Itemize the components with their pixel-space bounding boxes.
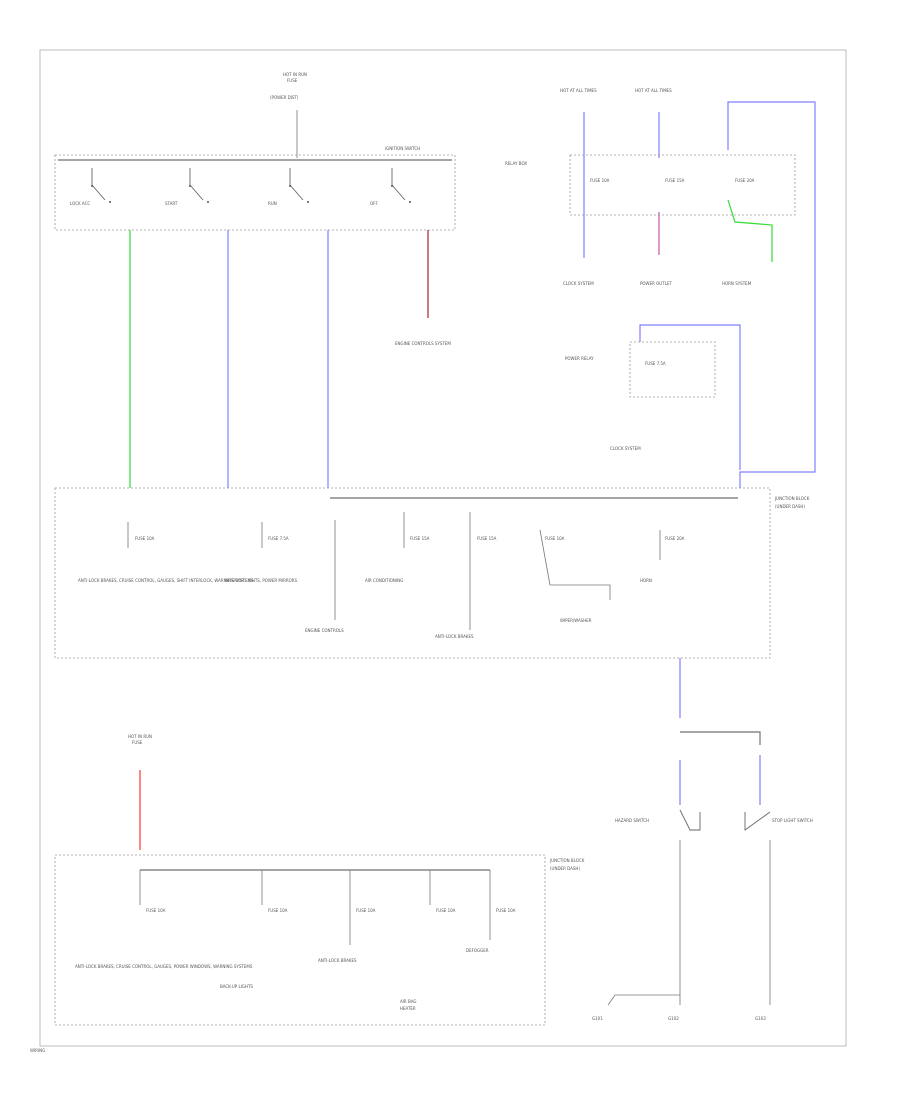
sw-r2-label: STOP LIGHT SWITCH: [772, 818, 813, 823]
jb-d5: ANTI-LOCK BRAKES: [435, 634, 474, 639]
jb-top-sub: (UNDER DASH): [775, 504, 805, 509]
jb-b3: FUSE 10A: [356, 908, 376, 913]
jb-f1: FUSE 10A: [135, 536, 155, 541]
sw-label-3: RUN: [268, 201, 277, 206]
jb-d6: WIPER/WASHER: [560, 618, 592, 623]
jb-bottom-fuses: [139, 870, 491, 945]
hot-tr1-label: HOT AT ALL TIMES: [560, 88, 597, 93]
jb-bd3: ANTI-LOCK BRAKES: [318, 958, 357, 963]
dest-c: HORN SYSTEM: [722, 281, 752, 286]
engine-controls-label: ENGINE CONTROLS SYSTEM: [395, 341, 451, 346]
jb-b5: FUSE 10A: [496, 908, 516, 913]
ign-switch-label: IGNITION SWITCH: [385, 146, 420, 151]
relay-box-label: RELAY BOX: [505, 161, 527, 166]
relay-a: FUSE 10A: [590, 178, 610, 183]
jb-bd4: AIR BAG: [400, 999, 416, 1004]
jb-d3: ENGINE CONTROLS: [305, 628, 344, 633]
jb-bd5: DEFOGGER: [466, 948, 489, 953]
ground-1: G101: [592, 1016, 603, 1021]
jb-b4: FUSE 10A: [436, 908, 456, 913]
jb-bot-label: JUNCTION BLOCK: [549, 858, 585, 863]
sw-label-1: LOCK ACC: [70, 201, 90, 206]
dest-b: POWER OUTLET: [640, 281, 672, 286]
mid-fuse: FUSE 7.5A: [645, 361, 666, 366]
hot-power-top-sub: FUSE: [287, 78, 298, 83]
relay-box: [569, 154, 796, 216]
jb-b2: FUSE 10A: [268, 908, 288, 913]
ground-3: G103: [755, 1016, 766, 1021]
sw-label-2: START: [165, 201, 178, 206]
relay-c: FUSE 20A: [735, 178, 755, 183]
hot-bottom-label: HOT IN RUN: [128, 734, 152, 739]
dest-a: CLOCK SYSTEM: [563, 281, 594, 286]
jb-f2: FUSE 7.5A: [268, 536, 289, 541]
right-bus: [680, 731, 761, 745]
jb-b1: FUSE 10A: [146, 908, 166, 913]
jb-bottom-box: [54, 854, 546, 1026]
jb-d4: AIR CONDITIONING: [365, 578, 403, 583]
ground-2: G102: [668, 1016, 679, 1021]
hazard-switch: [679, 809, 701, 831]
hot-tr2-label: HOT AT ALL TIMES: [635, 88, 672, 93]
jb-bot-sub: (UNDER DASH): [550, 866, 580, 871]
mid-relay-label: POWER RELAY: [565, 356, 594, 361]
footer-label: WIRING: [30, 1048, 45, 1053]
jb-f5: FUSE 10A: [545, 536, 565, 541]
stop-switch: [744, 811, 771, 831]
hot-power-top-label: HOT IN RUN: [283, 72, 307, 77]
sw-label-4: OFF: [370, 201, 378, 206]
jb-top-label: JUNCTION BLOCK: [774, 496, 810, 501]
jb-top-box: [54, 487, 771, 659]
jb-d1: ANTI-LOCK BRAKES, CRUISE CONTROL, GAUGES…: [78, 578, 254, 583]
jb-bd6: HEATER: [400, 1006, 416, 1011]
jb-bd2: BACK-UP LIGHTS: [220, 984, 253, 989]
mid-dest: CLOCK SYSTEM: [610, 446, 641, 451]
ign-switch-contacts: [91, 168, 411, 203]
relay-b: FUSE 15A: [665, 178, 685, 183]
jb-f4: FUSE 15A: [477, 536, 497, 541]
mid-relay-box: [629, 341, 716, 398]
hot-power-top-sub2: (POWER DIST): [270, 95, 299, 100]
jb-top-fuses: [127, 512, 661, 630]
hot-bottom-sub: FUSE: [132, 740, 143, 745]
ign-switch-box: [54, 154, 456, 231]
diagram-frame: [39, 49, 847, 1047]
jb-d2: INTERIOR LIGHTS, POWER MIRRORS: [225, 578, 298, 583]
sw-r1-label: HAZARD SWITCH: [615, 818, 649, 823]
jb-bd1: ANTI-LOCK BRAKES, CRUISE CONTROL, GAUGES…: [75, 964, 253, 969]
ground-link: [607, 994, 680, 1006]
jb-d7: HORN: [640, 578, 652, 583]
jb-f6: FUSE 20A: [665, 536, 685, 541]
wire-blue-loop: [727, 101, 816, 488]
wire-green-tr: [727, 199, 773, 262]
wire-blue-mid: [639, 324, 741, 470]
jb-f3: FUSE 15A: [410, 536, 430, 541]
